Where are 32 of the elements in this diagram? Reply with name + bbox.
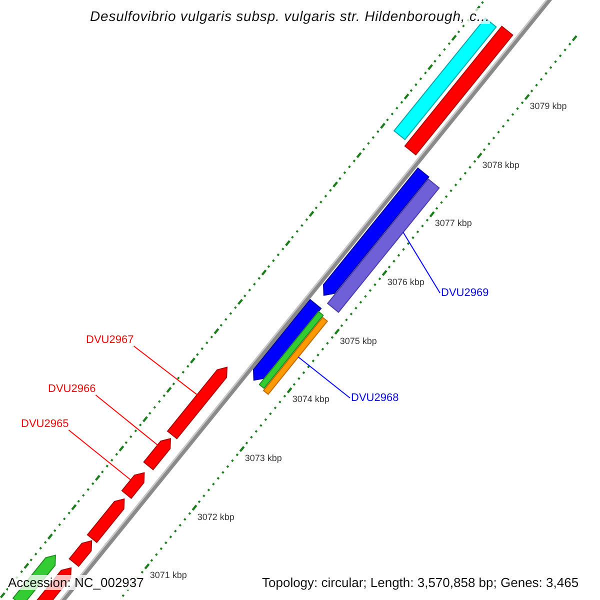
- gene-feature: [121, 472, 145, 499]
- leader-line: [402, 232, 440, 294]
- gene-feature: [258, 310, 324, 390]
- scale-label: 3076 kbp: [387, 276, 424, 287]
- gene-label: DVU2967: [86, 334, 134, 346]
- leader-line: [95, 394, 158, 446]
- gene-feature: [166, 366, 228, 440]
- leader-line: [68, 430, 132, 480]
- gene-label: DVU2965: [21, 418, 69, 430]
- gene-label: DVU2968: [351, 392, 399, 404]
- gene-label: DVU2966: [48, 383, 96, 395]
- gene-feature: [262, 316, 328, 395]
- gene-label: DVU2969: [441, 287, 489, 299]
- scale-label: 3073 kbp: [244, 452, 282, 463]
- leader-line: [298, 356, 350, 398]
- scale-label: 3074 kbp: [292, 394, 330, 404]
- gene-feature: [68, 540, 92, 568]
- scale-label: 3079 kbp: [530, 100, 567, 111]
- gene-feature: [253, 298, 322, 381]
- scale-label: 3075 kbp: [340, 336, 377, 346]
- genome-summary-text: Topology: circular; Length: 3,570,858 bp; Genes: 3,465: [262, 575, 579, 590]
- title: Desulfovibrio vulgaris subsp. vulgaris str. Hildenborough, c...: [90, 8, 490, 24]
- scale-label: 3077 kbp: [434, 218, 472, 228]
- scale-label: 3078 kbp: [482, 160, 520, 170]
- leader-line: [133, 346, 198, 396]
- scale-label: 3072 kbp: [197, 512, 234, 522]
- gene-feature: [323, 167, 430, 296]
- gene-feature: [143, 438, 171, 470]
- gene-feature: [86, 498, 125, 544]
- scale-label: 3071 kbp: [150, 570, 187, 580]
- accession-text: Accession: NC_002937: [8, 575, 144, 590]
- gene-feature: [404, 26, 514, 156]
